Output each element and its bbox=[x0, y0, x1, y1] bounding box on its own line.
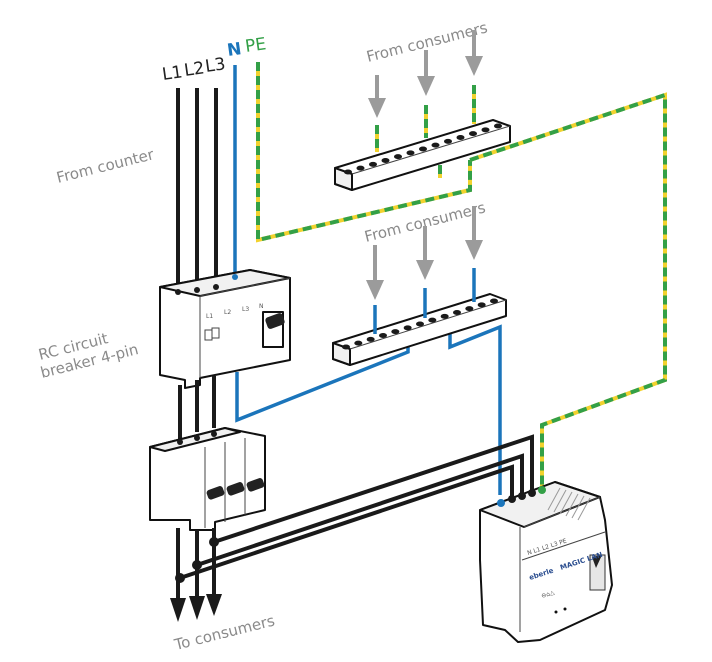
busbar-hole bbox=[366, 336, 375, 342]
phase-wires-outgoing bbox=[170, 434, 534, 622]
rcd-terminal-l2: L2 bbox=[224, 309, 231, 316]
busbar-hole bbox=[481, 127, 490, 133]
vent-line bbox=[553, 489, 567, 513]
label-l1: L1 bbox=[161, 62, 184, 85]
busbar-hole bbox=[342, 344, 350, 350]
busbar-hole bbox=[477, 302, 486, 308]
busbar-hole bbox=[465, 306, 474, 312]
busbar-hole bbox=[369, 161, 377, 167]
label-n: N bbox=[226, 39, 243, 61]
busbar-hole bbox=[469, 131, 477, 137]
vent-line bbox=[547, 487, 561, 511]
miniature-circuit-breakers bbox=[149, 427, 266, 531]
rcd-terminal-n: N bbox=[259, 303, 264, 310]
busbar-hole bbox=[419, 146, 427, 152]
busbar-hole bbox=[379, 333, 387, 338]
vent-line bbox=[571, 495, 585, 519]
phase-wires-rcd-to-mcb bbox=[178, 376, 216, 440]
busbar-hole bbox=[344, 169, 352, 175]
magic-lan-device: N L1 L2 L3 PE eberle MAGIC LAN ⊖⌂△ bbox=[479, 481, 613, 643]
busbar-hole bbox=[356, 165, 365, 171]
busbar-hole bbox=[391, 329, 400, 335]
rcd-terminal-l3: L3 bbox=[242, 306, 249, 313]
busbar-hole bbox=[416, 321, 424, 327]
label-l2: L2 bbox=[183, 58, 206, 81]
busbar-hole bbox=[431, 142, 440, 148]
phase-labels: L1 L2 L3 N PE bbox=[161, 34, 268, 85]
label-to-consumers: To consumers bbox=[172, 612, 277, 655]
busbar-hole bbox=[394, 154, 402, 160]
vent-line bbox=[559, 491, 573, 515]
label-pe: PE bbox=[244, 34, 268, 57]
neutral-busbar bbox=[332, 206, 507, 366]
phase-wires-incoming bbox=[176, 88, 218, 292]
busbar-hole bbox=[440, 313, 449, 319]
busbar-hole bbox=[494, 123, 502, 129]
pe-busbar bbox=[334, 30, 511, 191]
vent-line bbox=[565, 493, 579, 517]
busbar-hole bbox=[490, 298, 498, 304]
svg-text:⊖⌂△: ⊖⌂△ bbox=[540, 589, 555, 600]
busbar-hole bbox=[453, 310, 461, 315]
vent-line bbox=[577, 497, 591, 521]
label-l3: L3 bbox=[204, 54, 227, 77]
busbar-hole bbox=[406, 150, 415, 156]
busbar-hole bbox=[381, 158, 390, 163]
pe-wire bbox=[256, 62, 667, 490]
neutral-wire bbox=[233, 65, 502, 495]
busbar-hole bbox=[444, 138, 452, 144]
busbar-hole bbox=[456, 135, 465, 140]
busbar-hole bbox=[354, 340, 363, 346]
label-from-counter: From counter bbox=[55, 145, 157, 187]
busbar-hole bbox=[428, 317, 437, 323]
busbar-hole bbox=[403, 325, 412, 331]
rcd-terminal-l1: L1 bbox=[206, 313, 213, 320]
rc-circuit-breaker: L1 L2 L3 N bbox=[159, 269, 291, 389]
